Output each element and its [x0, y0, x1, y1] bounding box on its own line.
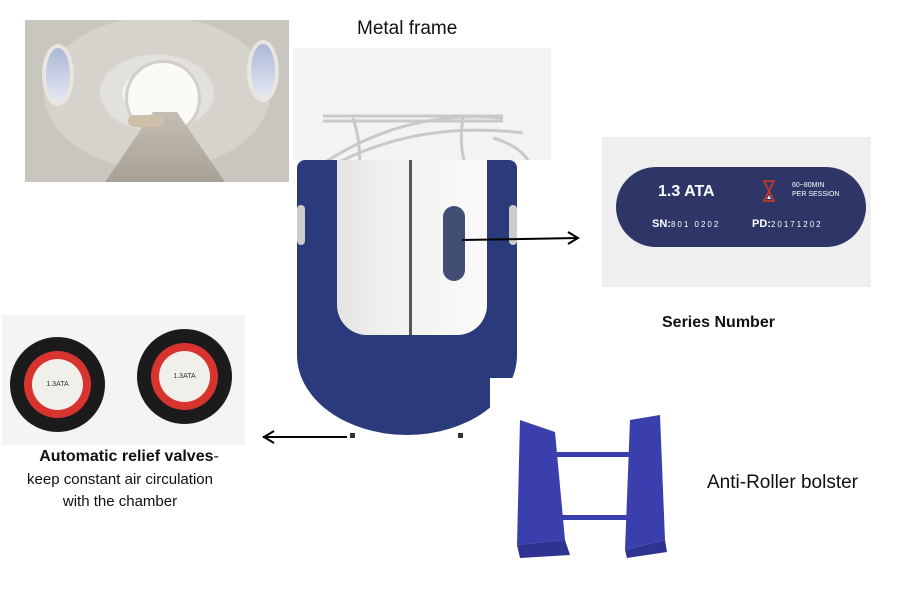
side-window-left — [297, 205, 305, 245]
serial-number: SN:801 0202 — [652, 218, 720, 230]
relief-valves-title: Automatic relief valves- — [0, 446, 258, 468]
relief-valve-right: 1.3ATA — [137, 329, 232, 424]
chamber-foot — [350, 433, 355, 438]
pd-value: 20171202 — [770, 220, 823, 229]
sn-value: 801 0202 — [670, 220, 721, 229]
session-duration: 60~80MIN — [792, 182, 825, 189]
valve-face-text: 1.3ATA — [159, 351, 210, 402]
anti-roller-bolster-label: Anti-Roller bolster — [707, 472, 858, 493]
series-number-plate: 1.3 ATA 60~80MIN PER SESSION SN:801 0202… — [616, 167, 866, 247]
chamber-zipper — [409, 160, 412, 335]
hyperbaric-chamber-photo — [297, 160, 517, 435]
metal-frame-label: Metal frame — [357, 18, 458, 39]
side-window-right — [509, 205, 517, 245]
anti-roller-bolster-photo — [517, 415, 667, 558]
pd-label: PD: — [752, 218, 771, 230]
chamber-interior-photo — [25, 20, 289, 182]
relief-valve-left: 1.3ATA — [10, 337, 105, 432]
pressure-rating: 1.3 ATA — [658, 183, 715, 200]
relief-valves-photo: 1.3ATA 1.3ATA — [2, 315, 245, 445]
relief-valves-description: keep constant air circulation with the c… — [0, 469, 240, 513]
description-line-1: keep constant air circulation — [27, 471, 213, 488]
hourglass-icon — [763, 180, 775, 202]
sn-label: SN: — [652, 218, 671, 230]
chamber-label-plate — [443, 206, 465, 281]
porthole-window-left — [42, 44, 74, 106]
metal-frame-photo — [293, 48, 551, 182]
production-date: PD:20171202 — [752, 218, 823, 230]
description-line-2: with the chamber — [62, 493, 178, 510]
session-duration-unit: PER SESSION — [792, 191, 840, 198]
valve-face-text: 1.3ATA — [32, 359, 83, 410]
series-number-label: Series Number — [662, 314, 775, 331]
relief-valves-title-text: Automatic relief valves — [39, 448, 214, 465]
chamber-foot — [458, 433, 463, 438]
series-number-photo: 1.3 ATA 60~80MIN PER SESSION SN:801 0202… — [602, 137, 871, 287]
porthole-window-right — [247, 40, 279, 102]
title-dash: - — [213, 448, 219, 465]
pillow — [128, 115, 164, 127]
